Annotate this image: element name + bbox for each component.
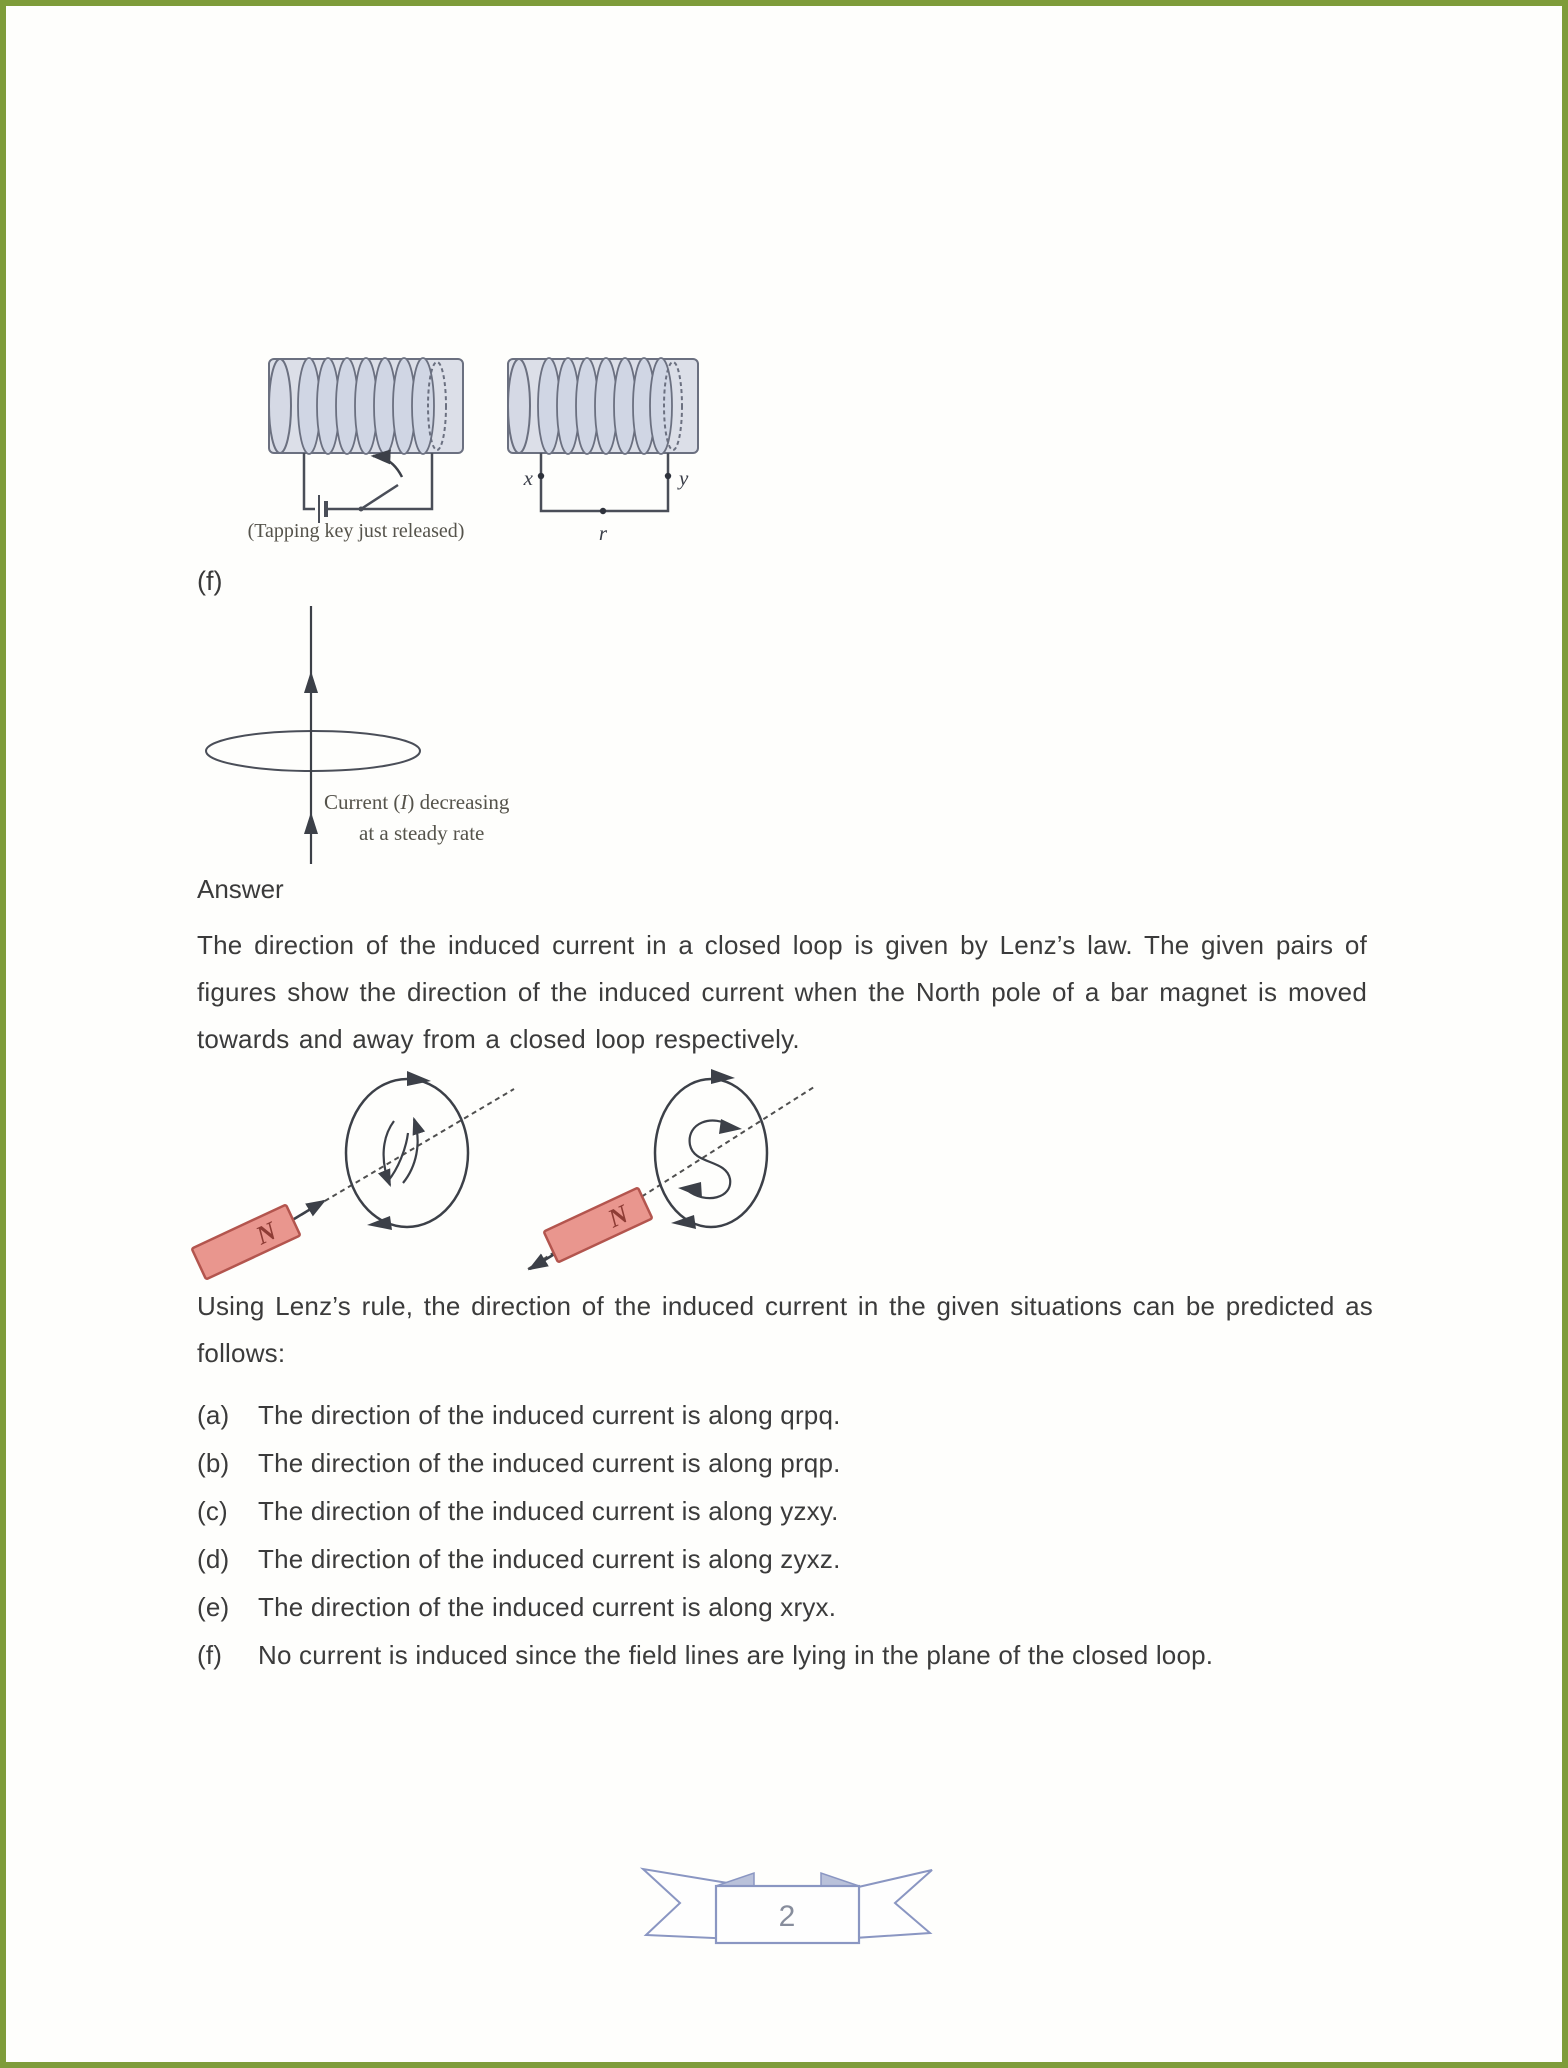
terminal-r-dot [599,507,607,515]
bar-magnet-left: N [191,1204,301,1280]
motion-arrow-toward [288,1199,327,1224]
terminal-y-dot [664,472,672,480]
magnet-receding-group: N [527,1069,815,1271]
loop-current-arrow-bottom [367,1216,392,1230]
switch-pivot [358,506,364,512]
answer-item-b: (b) The direction of the induced current… [197,1439,1373,1487]
item-label: (b) [197,1448,230,1478]
coil-end-cap [268,358,292,454]
horizontal-loop [205,730,421,772]
solenoid-xyr-figure: x y r [507,357,699,545]
item-label: (c) [197,1496,228,1526]
answer-item-f: (f) No current is induced since the fiel… [197,1631,1373,1679]
item-text: The direction of the induced current is … [258,1592,837,1622]
loop-current-arrow-top [711,1069,735,1084]
lenz-law-magnet-figure: N N [191,1069,815,1280]
label-r: r [599,521,608,545]
ribbon-left-fold [715,1871,755,1887]
closed-loop [344,1077,470,1229]
coil-open-end-dashed [663,361,683,451]
terminal-x-dot [537,472,545,480]
decreasing-current-figure: Current (I) decreasing at a steady rate [205,606,510,864]
solenoid-tapping-key-figure [268,357,464,523]
answer-section: Answer The direction of the induced curr… [197,872,1367,1063]
up-arrowhead-bottom [304,812,318,834]
answer-intro-paragraph: The direction of the induced current in … [197,930,1367,1054]
item-label: (d) [197,1544,230,1574]
page-number-ribbon: 2 [639,1867,933,1945]
coil-open-end-dashed [427,361,447,451]
ribbon-right-tail [853,1869,933,1940]
current-caption-line1: Current (I) decreasing [324,790,510,814]
item-label: (a) [197,1400,230,1430]
loop-current-arrow-bottom [671,1215,696,1229]
figure-f-label: (f) [197,566,223,596]
item-text: The direction of the induced current is … [258,1496,839,1526]
page-number: 2 [779,1900,796,1933]
loop-current-arrow-top [407,1071,431,1086]
label-x: x [523,466,534,490]
answer-item-a: (a) The direction of the induced current… [197,1391,1373,1439]
axis-dashed-line [285,1088,515,1225]
bar-magnet-right: N [543,1187,653,1263]
ribbon-right-fold [820,1871,860,1887]
tapping-key-caption: (Tapping key just released) [247,520,465,542]
coil-end-cap [507,358,531,454]
item-label: (e) [197,1592,230,1622]
answer-item-c: (c) The direction of the induced current… [197,1487,1373,1535]
coil-windings [297,357,435,455]
induced-north-symbol [377,1116,426,1188]
south-symbol-arrow-top [719,1119,742,1134]
up-arrowhead-top [304,671,318,693]
coil-windings [537,357,673,455]
item-text: The direction of the induced current is … [258,1544,841,1574]
switch-lever [360,483,399,511]
induced-south-symbol [686,1119,734,1200]
south-symbol-arrow-bottom [678,1182,702,1198]
lenz-rule-paragraph: Using Lenz’s rule, the direction of the … [197,1291,1373,1368]
magnet-approaching-group: N [191,1071,515,1280]
label-y: y [677,466,689,490]
item-text: The direction of the induced current is … [258,1400,841,1430]
answer-item-e: (e) The direction of the induced current… [197,1583,1373,1631]
switch-release-arrow [370,449,404,478]
answer-heading: Answer [197,874,284,904]
ribbon-center-panel [714,1884,861,1945]
current-caption-line2: at a steady rate [359,821,484,845]
item-label: (f) [197,1640,223,1670]
item-text: The direction of the induced current is … [258,1448,841,1478]
answer-items-list: (a) The direction of the induced current… [197,1391,1373,1679]
item-text: No current is induced since the field li… [258,1640,1214,1670]
circuit-wires [302,453,434,523]
answer-item-d: (d) The direction of the induced current… [197,1535,1373,1583]
loop-wire [539,453,670,513]
terminal-dots [537,472,672,515]
lenz-rule-section: Using Lenz’s rule, the direction of the … [197,1283,1373,1679]
